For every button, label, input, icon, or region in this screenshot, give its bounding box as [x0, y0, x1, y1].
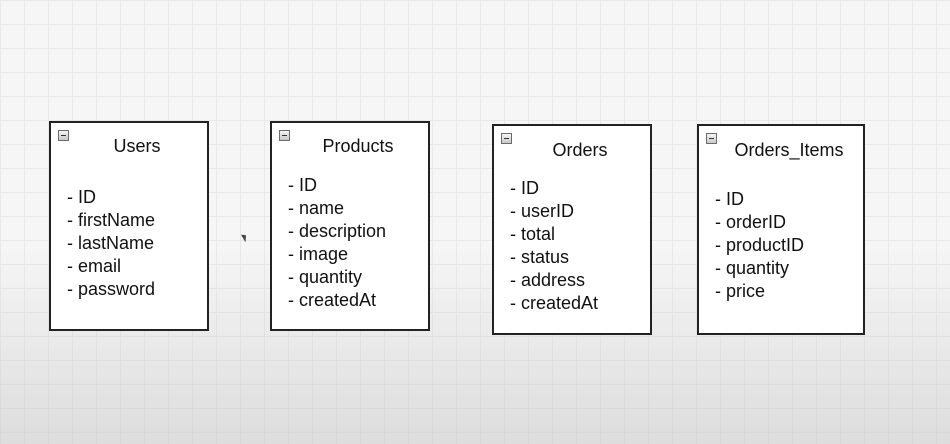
field-item: price — [715, 280, 804, 303]
entity-products[interactable]: Products ID name description image quant… — [270, 121, 430, 331]
field-item: productID — [715, 234, 804, 257]
collapse-icon[interactable] — [706, 133, 717, 144]
entity-orders-items[interactable]: Orders_Items ID orderID productID quanti… — [697, 124, 865, 335]
field-list: ID name description image quantity creat… — [288, 174, 386, 312]
field-list: ID firstName lastName email password — [67, 186, 155, 301]
field-item: quantity — [288, 266, 386, 289]
field-item: total — [510, 223, 598, 246]
field-item: password — [67, 278, 155, 301]
field-list: ID userID total status address createdAt — [510, 177, 598, 315]
field-item: description — [288, 220, 386, 243]
field-list: ID orderID productID quantity price — [715, 188, 804, 303]
field-item: image — [288, 243, 386, 266]
field-item: ID — [715, 188, 804, 211]
field-item: ID — [510, 177, 598, 200]
field-item: createdAt — [510, 292, 598, 315]
field-item: createdAt — [288, 289, 386, 312]
field-item: status — [510, 246, 598, 269]
field-item: userID — [510, 200, 598, 223]
entity-title: Users — [113, 136, 161, 156]
field-item: orderID — [715, 211, 804, 234]
field-item: ID — [67, 186, 155, 209]
field-item: ID — [288, 174, 386, 197]
field-item: quantity — [715, 257, 804, 280]
entity-orders[interactable]: Orders ID userID total status address cr… — [492, 124, 652, 335]
field-item: firstName — [67, 209, 155, 232]
collapse-icon[interactable] — [58, 130, 69, 141]
field-item: address — [510, 269, 598, 292]
entity-title: Orders_Items — [734, 140, 844, 160]
collapse-icon[interactable] — [279, 130, 290, 141]
entity-title: Products — [322, 136, 394, 156]
field-item: lastName — [67, 232, 155, 255]
mouse-cursor-icon — [241, 232, 249, 243]
field-item: email — [67, 255, 155, 278]
field-item: name — [288, 197, 386, 220]
collapse-icon[interactable] — [501, 133, 512, 144]
entity-users[interactable]: Users ID firstName lastName email passwo… — [49, 121, 209, 331]
entity-title: Orders — [552, 140, 608, 160]
